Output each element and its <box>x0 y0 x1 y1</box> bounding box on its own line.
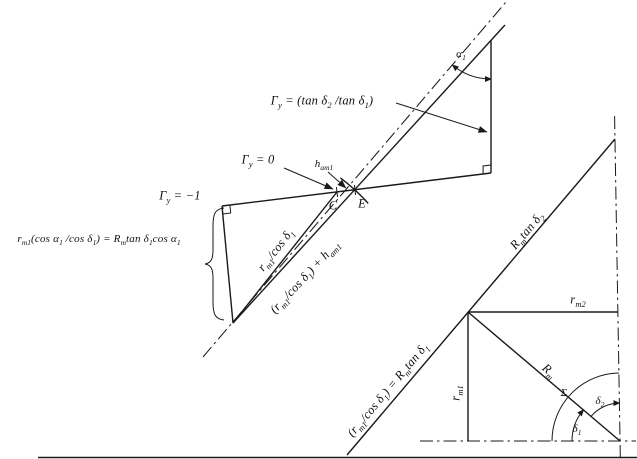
label-alpha-1: α1 <box>456 48 466 63</box>
label-rm2: rm2 <box>570 292 586 309</box>
upper-left-edge <box>221 205 234 324</box>
arc-delta2 <box>590 400 621 417</box>
axis-2-centerline <box>614 115 621 458</box>
back-cone-line <box>346 138 616 456</box>
label-h-addendum: ham1 <box>314 158 334 173</box>
upper-pitch-line <box>221 172 492 207</box>
label-left-expression: rm1(cos α1 /cos δ1) = Rmtan δ1cos α1 <box>17 233 181 248</box>
arc-delta1 <box>571 409 585 442</box>
label-point-c: C <box>328 198 338 213</box>
label-rm1: rm1 <box>448 385 466 401</box>
label-delta1: δ1 <box>572 423 582 438</box>
leader-gamma-ratio <box>395 102 488 133</box>
right-angle-mark-left <box>222 204 232 215</box>
label-delta2: δ2 <box>595 395 605 410</box>
addendum-distance-line <box>232 24 506 324</box>
brace <box>204 207 225 321</box>
tick-point-c <box>335 186 339 198</box>
label-gamma-zero: Γy = 0 <box>241 152 275 169</box>
back-cone-distance-line <box>232 191 338 324</box>
arc-sigma <box>551 372 619 442</box>
mean-cone-distance-line <box>467 311 621 442</box>
label-gamma-minus-one: Γy = −1 <box>159 188 201 205</box>
leader-gamma-zero <box>283 167 334 190</box>
label-sigma: Σ <box>560 387 568 399</box>
label-gamma-ratio: Γy = (tan δ2 /tan δ1) <box>270 93 374 110</box>
compass-arc-at-e <box>339 177 369 204</box>
alpha-angle-arc <box>451 64 492 83</box>
right-angle-mark-right <box>482 164 492 174</box>
leader-h-addendum <box>327 171 347 189</box>
label-point-e: E <box>358 196 366 211</box>
